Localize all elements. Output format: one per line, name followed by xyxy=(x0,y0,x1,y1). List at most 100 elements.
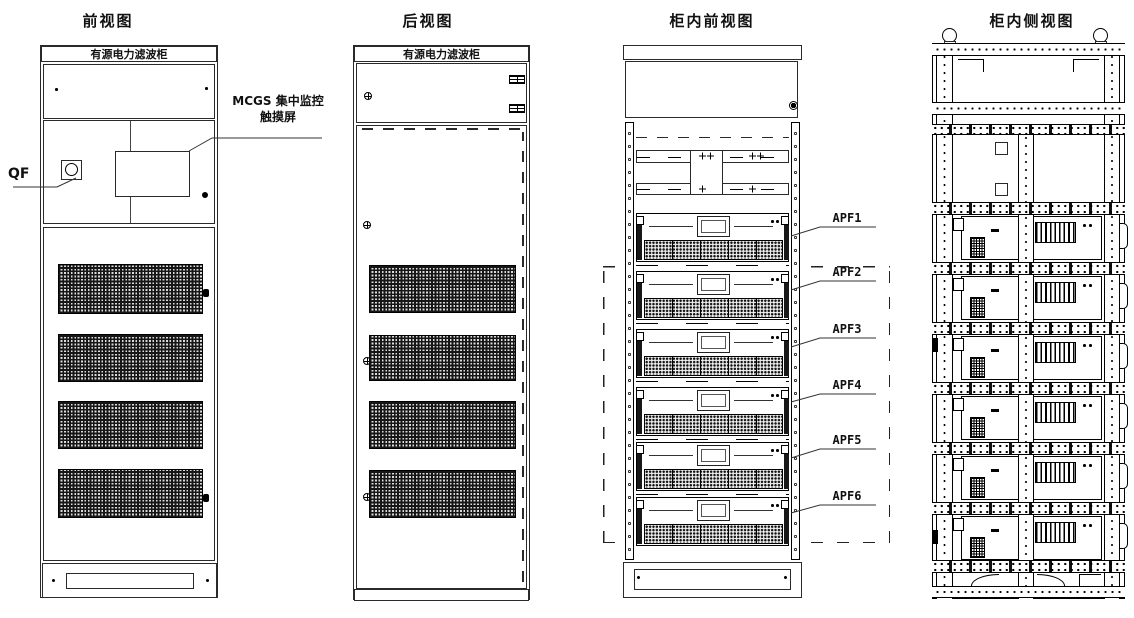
module-label-apf1: APF1 xyxy=(832,211,862,225)
module-handle-right[interactable] xyxy=(781,445,789,454)
screw-icon xyxy=(363,221,371,229)
base-cross-rail xyxy=(932,586,1125,598)
module-seam-line xyxy=(734,284,773,285)
module-seam-line xyxy=(734,226,773,227)
module-screw-dot xyxy=(1089,404,1092,407)
equipment-rack xyxy=(623,122,802,560)
door-handle-knob[interactable] xyxy=(203,494,209,502)
door-handle-knob[interactable] xyxy=(203,289,209,297)
touchscreen-panel[interactable] xyxy=(115,151,190,197)
module-led-dot xyxy=(771,336,774,339)
module-handle-right[interactable] xyxy=(781,274,789,283)
module-screw-dot xyxy=(1089,284,1092,287)
module-handle-left[interactable] xyxy=(636,445,644,454)
module-display-screen xyxy=(701,394,726,407)
ventilation-grille xyxy=(369,335,516,381)
module-mount-bar-left xyxy=(637,275,642,318)
ventilation-grille xyxy=(58,401,203,449)
support-rail xyxy=(932,382,1125,395)
plinth-screw-dot xyxy=(206,579,209,582)
module-screw-dot xyxy=(1083,464,1086,467)
module-heatsink-block xyxy=(1035,282,1076,303)
vertical-post-left xyxy=(936,43,953,599)
hinge-icon xyxy=(509,104,525,113)
module-display-panel xyxy=(697,390,730,411)
module-led-dot xyxy=(771,449,774,452)
front-view: 有源电力滤波柜 xyxy=(40,45,218,598)
door-lock-knob[interactable] xyxy=(202,192,208,198)
module-led-dot xyxy=(771,504,774,507)
module-screw-dot xyxy=(1083,224,1086,227)
corner-brace xyxy=(1073,59,1099,72)
apf-module xyxy=(636,271,789,320)
module-display-panel xyxy=(697,500,730,521)
support-rail xyxy=(932,262,1125,275)
module-handle-left[interactable] xyxy=(636,216,644,225)
door-latch-block xyxy=(933,338,938,352)
module-mount-bar-right xyxy=(784,275,789,318)
module-seam-line xyxy=(734,455,773,456)
panel-screw-dot xyxy=(205,87,208,90)
module-led-dot xyxy=(776,394,779,397)
module-vent-grille xyxy=(644,414,783,434)
interior-plinth xyxy=(623,562,802,598)
module-handle-left[interactable] xyxy=(636,332,644,341)
module-handle-right[interactable] xyxy=(781,500,789,509)
module-seam-line xyxy=(649,455,693,456)
breaker-knob-icon xyxy=(65,163,78,176)
panel-screw-dot xyxy=(55,88,58,91)
door-seal-dashed-line xyxy=(362,128,522,130)
hinge-icon xyxy=(509,75,525,84)
module-display-screen xyxy=(701,336,726,349)
module-seam-line xyxy=(734,342,773,343)
panel-lock-knob[interactable] xyxy=(789,101,798,110)
module-mount-bar-left xyxy=(637,501,642,544)
module-vent-grille xyxy=(644,356,783,376)
module-display-panel xyxy=(697,216,730,237)
module-handle-right[interactable] xyxy=(781,390,789,399)
qf-breaker-label: QF xyxy=(8,166,30,182)
module-display-panel xyxy=(697,332,730,353)
module-seam-line xyxy=(734,400,773,401)
busbar-support-rail xyxy=(932,124,1125,135)
door-seal-dashed-line xyxy=(522,132,524,582)
module-screw-dot xyxy=(1089,524,1092,527)
module-display-panel xyxy=(697,445,730,466)
module-mount-bar-right xyxy=(784,391,789,434)
interior-top-band xyxy=(623,45,802,60)
rack-shelf xyxy=(636,437,789,443)
module-terminal-mark xyxy=(991,229,999,232)
qf-breaker-switch[interactable] xyxy=(61,160,82,180)
module-terminal-mark xyxy=(991,289,999,292)
module-heatsink-block xyxy=(1035,402,1076,423)
ventilation-grille xyxy=(369,401,516,449)
module-terminal-mark xyxy=(991,469,999,472)
module-seam-line xyxy=(649,284,693,285)
module-screw-dot xyxy=(1089,464,1092,467)
busbar-dashed-line xyxy=(636,137,789,138)
front-main-door xyxy=(43,227,215,561)
module-mount-bar-left xyxy=(637,391,642,434)
module-handle-right[interactable] xyxy=(781,216,789,225)
busbar-junction-box xyxy=(690,150,723,195)
interior-side-view-title: 柜内侧视图 xyxy=(989,12,1075,30)
module-connector xyxy=(953,218,964,231)
rear-top-panel xyxy=(356,63,527,123)
screw-icon xyxy=(364,92,372,100)
module-led-dot xyxy=(776,220,779,223)
rack-rail-right xyxy=(791,122,800,560)
plinth-screw-dot xyxy=(784,576,787,579)
module-handle-right[interactable] xyxy=(781,332,789,341)
rear-view: 有源电力滤波柜 xyxy=(353,45,530,601)
rear-plinth xyxy=(354,589,529,601)
plinth-inner-panel xyxy=(634,569,791,590)
module-label-apf2: APF2 xyxy=(832,265,862,279)
module-led-dot xyxy=(771,220,774,223)
module-screw-dot xyxy=(1089,344,1092,347)
module-handle-left[interactable] xyxy=(636,500,644,509)
module-handle-left[interactable] xyxy=(636,390,644,399)
module-component-block xyxy=(970,297,985,318)
module-component-block xyxy=(970,417,985,438)
module-handle-left[interactable] xyxy=(636,274,644,283)
